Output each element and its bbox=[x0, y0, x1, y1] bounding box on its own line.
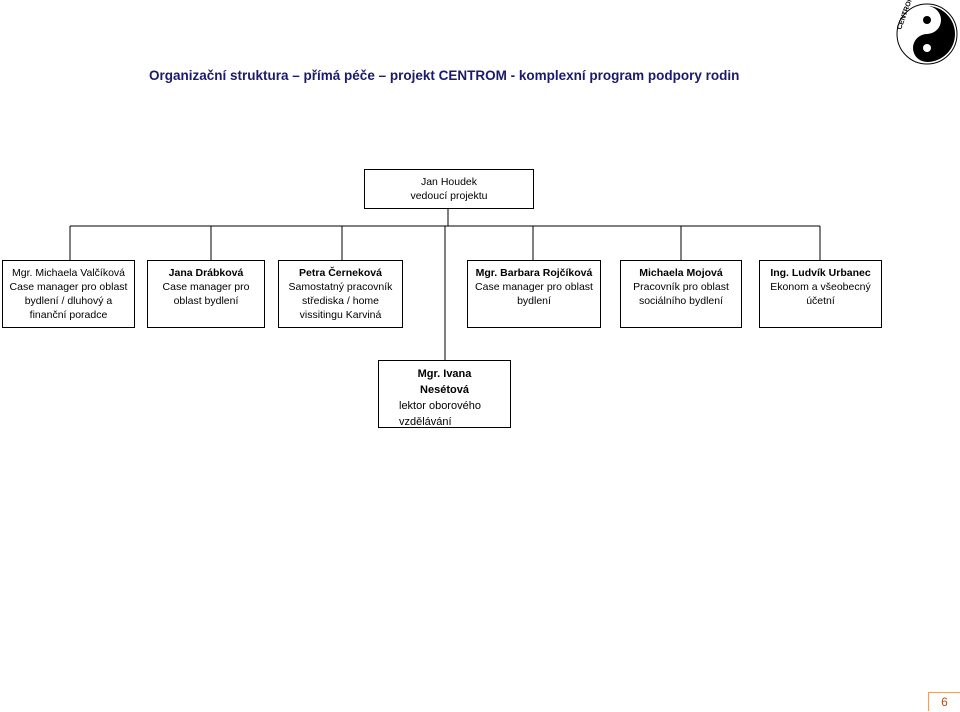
org-box-staff: Michaela Mojová Pracovník pro oblast soc… bbox=[620, 260, 742, 328]
org-box-staff: Mgr. Michaela Valčíková Case manager pro… bbox=[2, 260, 135, 328]
person-role: Case manager pro oblast bydlení bbox=[475, 281, 593, 307]
person-name: Mgr. Ivana Nesétová bbox=[417, 368, 472, 396]
person-role: Pracovník pro oblast sociálního bydlení bbox=[633, 281, 729, 307]
org-box-staff: Jana Drábková Case manager pro oblast by… bbox=[147, 260, 265, 328]
person-role: Case manager pro oblast bydlení / dluhov… bbox=[9, 281, 128, 321]
person-name: Mgr. Barbara Rojčíková bbox=[475, 267, 593, 279]
person-name: Jan Houdek bbox=[420, 176, 478, 188]
org-box-staff: Petra Černeková Samostatný pracovník stř… bbox=[278, 260, 403, 328]
person-name: Jana Drábková bbox=[168, 267, 244, 279]
person-name: Ing. Ludvík Urbanec bbox=[770, 267, 871, 279]
person-name: Petra Černeková bbox=[299, 267, 382, 279]
person-role: Ekonom a všeobecný účetní bbox=[770, 281, 871, 307]
person-role: lektor oborového vzdělávání bbox=[399, 400, 481, 428]
centrom-logo: CENTROM bbox=[896, 0, 958, 65]
page-number: 6 bbox=[928, 692, 960, 711]
person-role: Samostatný pracovník střediska / home vi… bbox=[288, 281, 393, 321]
person-role: Case manager pro oblast bydlení bbox=[162, 281, 250, 307]
person-name: Michaela Mojová bbox=[639, 267, 723, 279]
org-box-head: Jan Houdek vedoucí projektu bbox=[364, 169, 534, 209]
org-box-lower: Mgr. Ivana Nesétová lektor oborového vzd… bbox=[378, 360, 511, 428]
person-name: Mgr. Michaela Valčíková bbox=[11, 267, 126, 279]
document-title: Organizační struktura – přímá péče – pro… bbox=[149, 68, 740, 83]
org-box-staff: Ing. Ludvík Urbanec Ekonom a všeobecný ú… bbox=[759, 260, 882, 328]
org-box-staff: Mgr. Barbara Rojčíková Case manager pro … bbox=[467, 260, 601, 328]
person-role: vedoucí projektu bbox=[410, 190, 488, 202]
